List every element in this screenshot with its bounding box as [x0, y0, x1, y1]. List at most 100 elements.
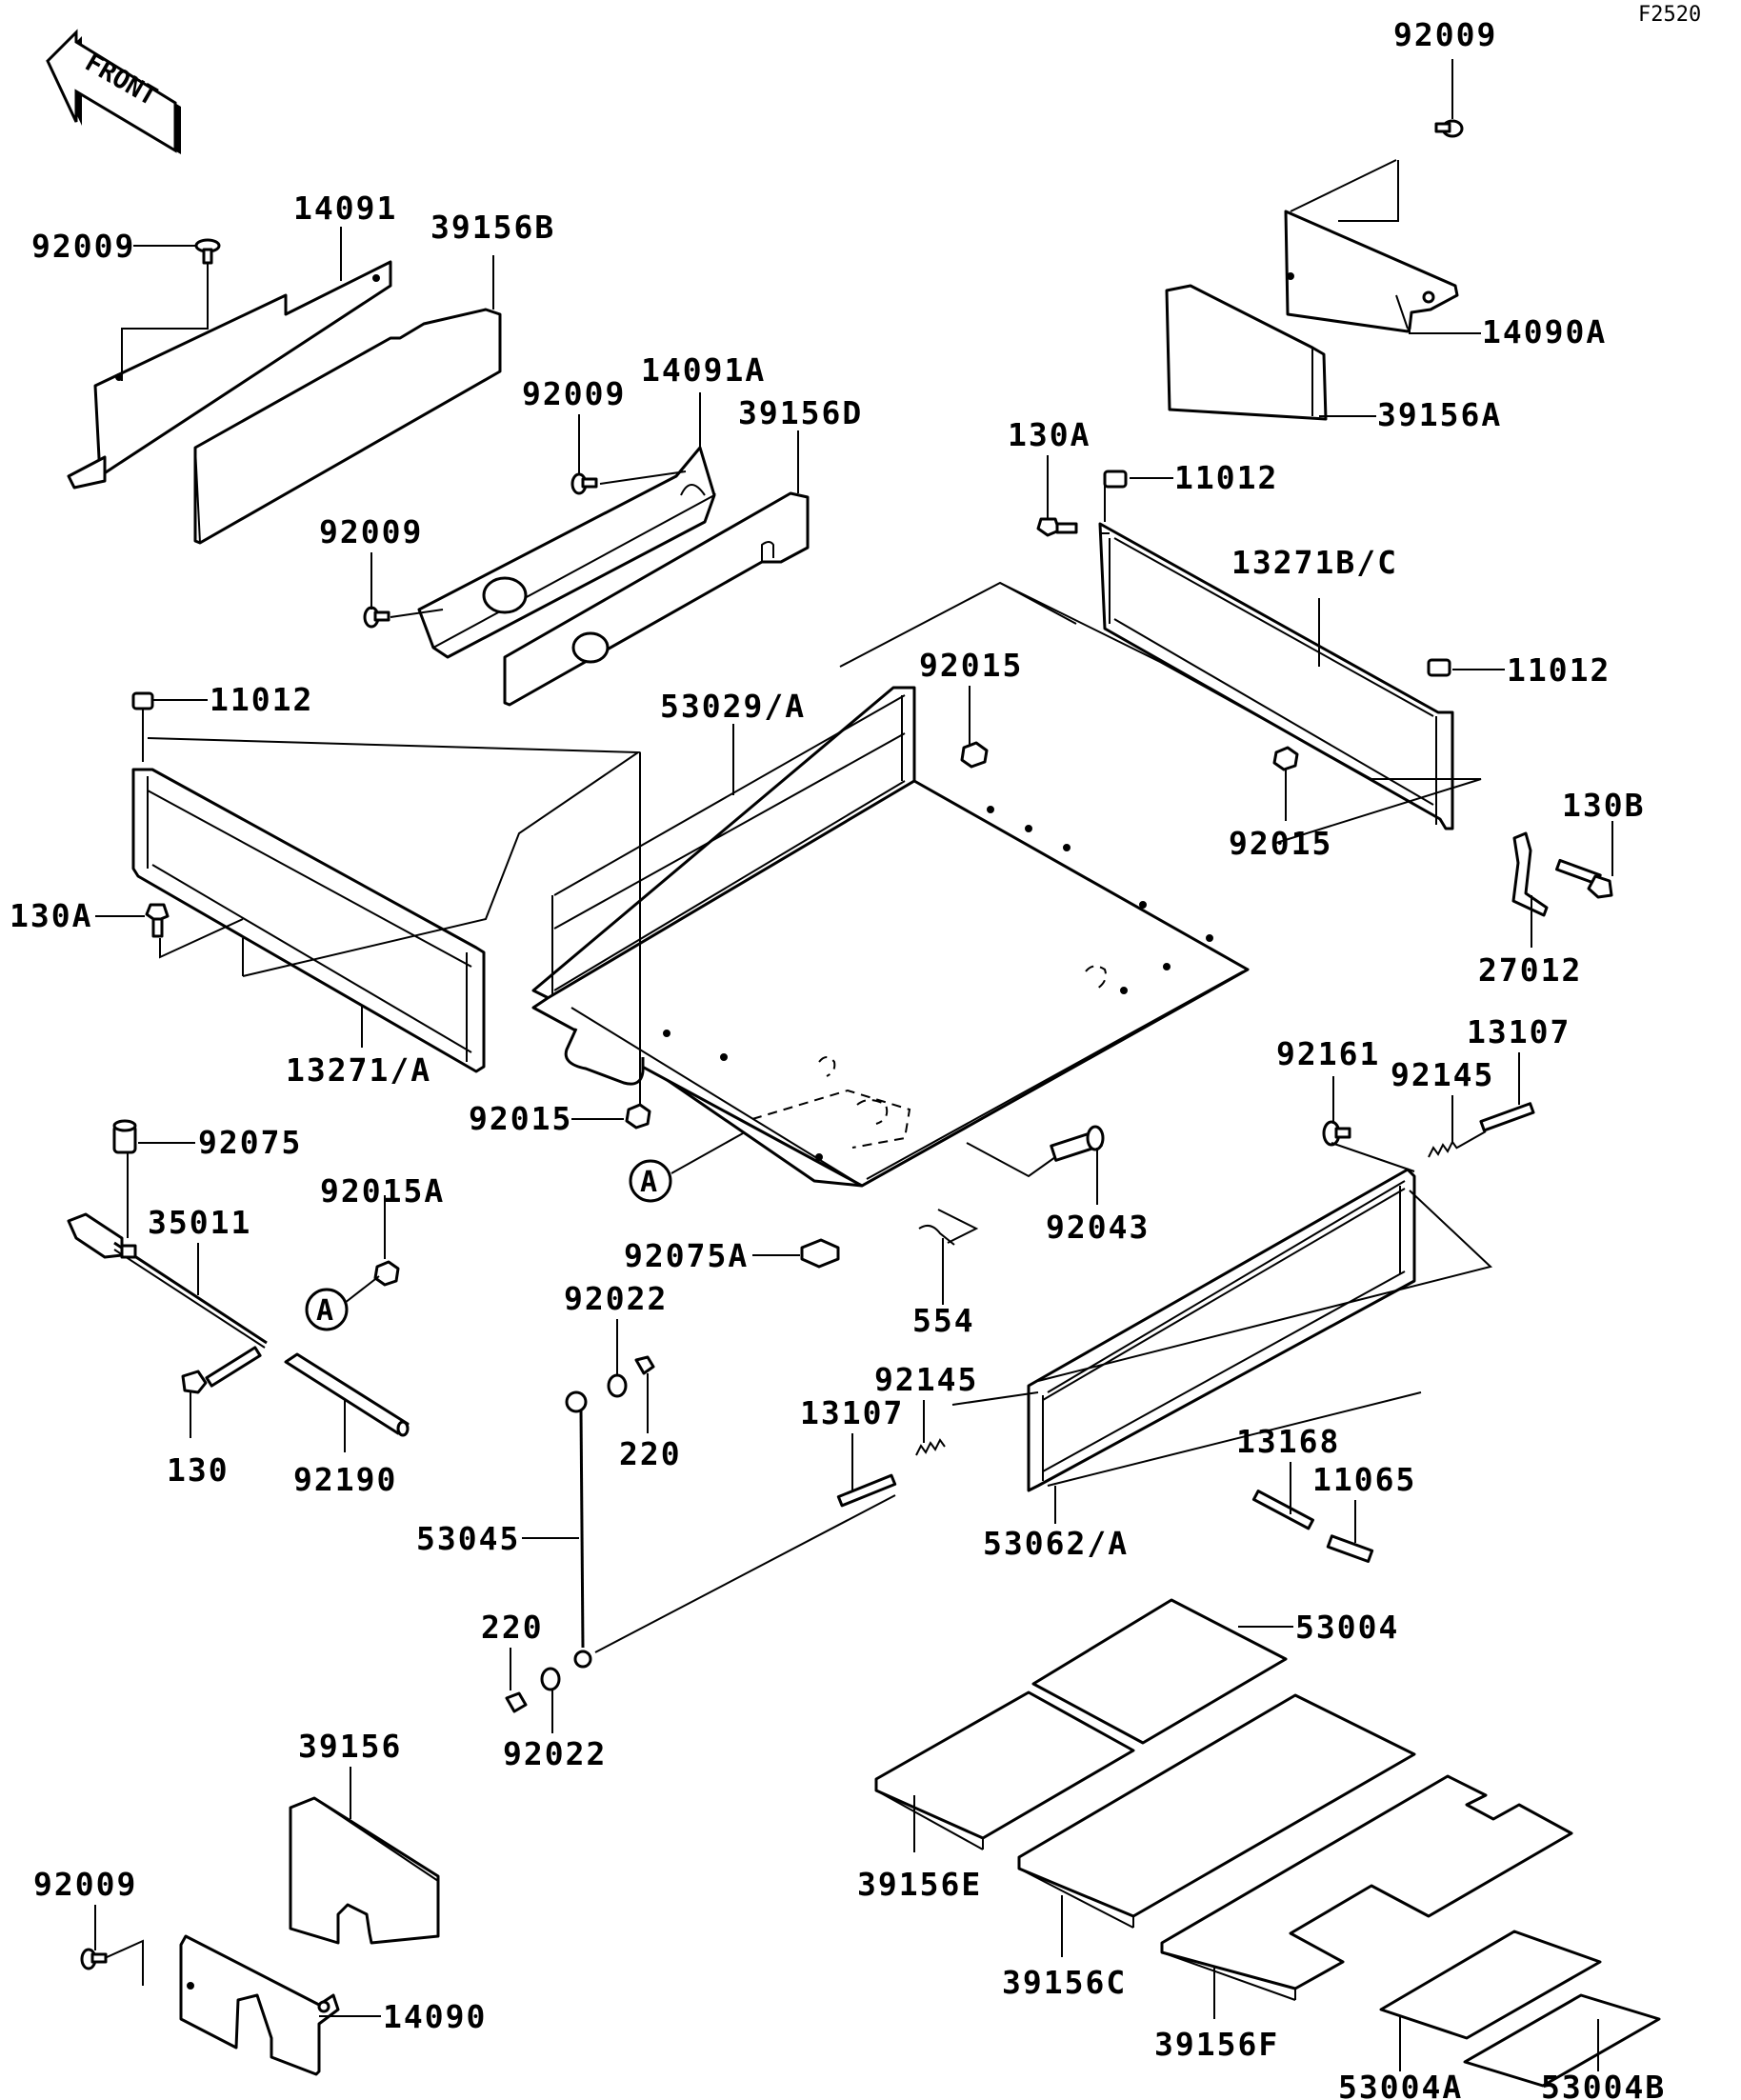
- part-53004B-mat: [1463, 1993, 1661, 2088]
- tailgate-guide: [1037, 1190, 1493, 1382]
- part-39156B-foam: [193, 308, 502, 545]
- part-92015-nut-center: [960, 741, 989, 769]
- callout-39156E: 39156E: [857, 1866, 982, 1903]
- callout-92075: 92075: [198, 1124, 302, 1161]
- reference-mark-a-left: A: [305, 1288, 349, 1331]
- callout-35011: 35011: [148, 1204, 251, 1241]
- part-92015-nut-bottom: [625, 1103, 651, 1130]
- part-92075A-cap: [800, 1238, 840, 1269]
- callout-92022-top: 92022: [564, 1280, 668, 1317]
- callout-13271BC: 13271B/C: [1231, 544, 1398, 581]
- part-92015A-nut: [373, 1260, 400, 1287]
- callout-39156C: 39156C: [1002, 1964, 1127, 2001]
- part-13168-pin: [1251, 1490, 1314, 1530]
- part-14090-shield: [179, 1934, 340, 2076]
- reference-mark-a-center: A: [629, 1159, 672, 1203]
- part-39156F-mat: [1160, 1774, 1573, 1990]
- callout-14091: 14091: [293, 190, 397, 227]
- part-92043-pin: [1050, 1125, 1105, 1162]
- callout-14091A: 14091A: [641, 351, 766, 389]
- part-53045-cable: [565, 1390, 592, 1669]
- callout-53004A: 53004A: [1338, 2069, 1463, 2100]
- callout-92043: 92043: [1046, 1209, 1150, 1246]
- callout-92009-mid-left: 92009: [319, 513, 423, 550]
- callout-27012: 27012: [1478, 951, 1582, 989]
- part-39156A-foam: [1165, 284, 1328, 421]
- part-92190-tube: [284, 1352, 410, 1437]
- part-220-bolt-bottom: [505, 1691, 528, 1713]
- part-92015-nut-right: [1272, 746, 1299, 771]
- callout-92145-left: 92145: [874, 1361, 978, 1398]
- callout-92161: 92161: [1276, 1035, 1380, 1072]
- callout-13107-right: 13107: [1467, 1013, 1571, 1050]
- callout-53062A: 53062/A: [983, 1525, 1129, 1562]
- callout-13168: 13168: [1236, 1423, 1340, 1460]
- part-11065-pin: [1326, 1534, 1374, 1564]
- callout-13271A: 13271/A: [286, 1051, 431, 1089]
- part-53029A-cargo-bed: [531, 686, 1250, 1188]
- part-53004A-mat: [1379, 1930, 1602, 2040]
- callout-53029A: 53029/A: [660, 688, 806, 725]
- callout-11012-right-bottom: 11012: [1507, 651, 1611, 689]
- callout-13107-left: 13107: [800, 1394, 904, 1431]
- part-39156C-mat: [1017, 1693, 1416, 1918]
- callout-11012-right-top: 11012: [1174, 459, 1278, 496]
- callout-53004: 53004: [1295, 1609, 1399, 1646]
- callout-92075A: 92075A: [624, 1237, 749, 1274]
- callout-11065: 11065: [1312, 1461, 1416, 1498]
- svg-text:A: A: [316, 1294, 333, 1328]
- callout-92190: 92190: [293, 1461, 397, 1498]
- callout-92009-bottom: 92009: [33, 1866, 137, 1903]
- part-92009-screw-top-left: [194, 238, 221, 265]
- part-92075-bushing: [112, 1119, 137, 1154]
- callout-39156D: 39156D: [738, 394, 863, 431]
- callout-220-bottom: 220: [481, 1609, 544, 1646]
- part-13107-pin-right: [1479, 1102, 1535, 1132]
- callout-39156F: 39156F: [1154, 2026, 1279, 2063]
- part-14091-shield: [67, 260, 392, 490]
- part-92009-screw-bottom: [80, 1948, 108, 1970]
- callout-14090A: 14090A: [1482, 313, 1607, 350]
- part-92009-screw-mid-left: [363, 606, 390, 629]
- part-130-bolt: [181, 1346, 262, 1394]
- callout-554: 554: [912, 1302, 975, 1339]
- right-assembly-guide-2: [839, 581, 1077, 668]
- part-554-clip: [918, 1224, 955, 1246]
- part-53004-mat: [1031, 1598, 1288, 1745]
- callout-39156B: 39156B: [430, 209, 555, 246]
- part-92145-spring-left: [915, 1438, 946, 1456]
- figure-code: F2520: [1638, 3, 1701, 27]
- callout-39156A: 39156A: [1377, 396, 1502, 433]
- part-11012-cap-left: [131, 691, 154, 710]
- callout-92015-center: 92015: [919, 647, 1023, 684]
- callout-39156: 39156: [298, 1728, 402, 1765]
- callout-92022-bottom: 92022: [503, 1735, 607, 1772]
- part-39156E-mat: [874, 1690, 1135, 1840]
- part-13271A-side-panel: [131, 768, 486, 1073]
- callout-130A-right: 130A: [1008, 416, 1091, 453]
- part-92145-spring-right: [1428, 1140, 1458, 1158]
- part-92009-screw-mid: [570, 472, 598, 495]
- callout-92015-bottom: 92015: [469, 1100, 572, 1137]
- part-92022-washer-bottom: [540, 1667, 561, 1691]
- callout-11012-left: 11012: [210, 681, 313, 718]
- front-direction-arrow: FRONT: [46, 29, 181, 154]
- part-39156D-foam: [503, 491, 810, 707]
- part-220-bolt-top: [634, 1355, 655, 1375]
- callout-14090: 14090: [383, 1998, 487, 2035]
- callout-92015A: 92015A: [320, 1172, 445, 1210]
- part-27012-bracket: [1511, 831, 1549, 917]
- part-130B-bolt: [1554, 858, 1613, 899]
- svg-text:A: A: [640, 1166, 657, 1199]
- part-11012-cap-right-bottom: [1427, 658, 1451, 677]
- callout-92009-top-right: 92009: [1393, 16, 1497, 53]
- callout-92145-right: 92145: [1391, 1056, 1494, 1093]
- part-13271BC-side-panel: [1098, 522, 1454, 830]
- part-130A-bolt-right: [1036, 517, 1078, 537]
- callout-53045: 53045: [416, 1520, 520, 1557]
- part-130A-bolt-left: [145, 903, 170, 938]
- callout-130B: 130B: [1562, 787, 1645, 824]
- right-assembly-guide: [999, 582, 1482, 844]
- callout-130A-left: 130A: [10, 897, 92, 934]
